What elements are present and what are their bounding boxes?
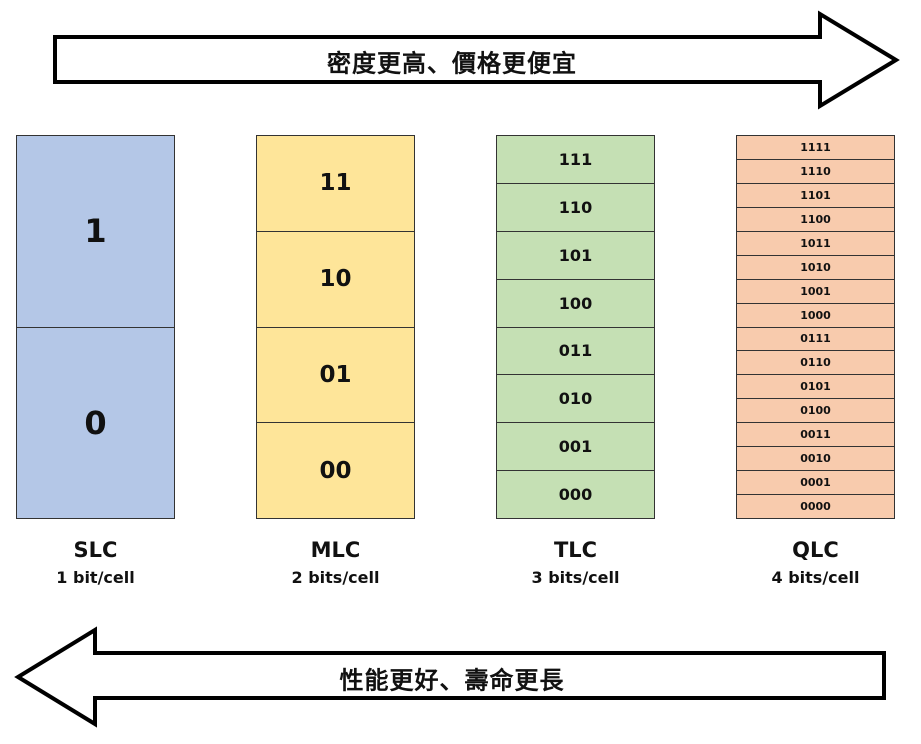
tlc-cell: 101 <box>497 230 654 279</box>
qlc-cell: 0111 <box>737 326 894 351</box>
mlc-cell: 11 <box>257 136 414 231</box>
qlc-cell: 1100 <box>737 206 894 231</box>
tlc-cell: 010 <box>497 374 654 423</box>
qlc-cell: 1101 <box>737 182 894 207</box>
slc-cell: 0 <box>17 326 174 518</box>
tlc-subtitle: 3 bits/cell <box>531 568 620 587</box>
slc-title: SLC <box>73 538 118 562</box>
qlc-cell: 0101 <box>737 374 894 399</box>
tlc-cell-stack: 111 110 101 100 011 010 001 000 <box>496 135 655 519</box>
qlc-cell: 0011 <box>737 422 894 447</box>
mlc-cell-stack: 11 10 01 00 <box>256 135 415 519</box>
qlc-cell: 0010 <box>737 446 894 471</box>
mlc-cell: 10 <box>257 230 414 327</box>
mlc-subtitle: 2 bits/cell <box>291 568 380 587</box>
qlc-cell: 1111 <box>737 136 894 159</box>
slc-subtitle: 1 bit/cell <box>56 568 135 587</box>
bottom-arrow-label: 性能更好、壽命更長 <box>339 666 565 695</box>
qlc-cell: 1000 <box>737 302 894 327</box>
slc-cell: 1 <box>17 136 174 327</box>
qlc-cell: 0110 <box>737 350 894 375</box>
mlc-cell: 01 <box>257 326 414 423</box>
qlc-cell: 1110 <box>737 158 894 183</box>
qlc-cell: 1011 <box>737 230 894 255</box>
mlc-title: MLC <box>310 538 361 562</box>
qlc-cell-stack: 1111 1110 1101 1100 1011 1010 1001 1000 … <box>736 135 895 519</box>
qlc-cell: 1010 <box>737 254 894 279</box>
qlc-cell: 0100 <box>737 398 894 423</box>
mlc-cell: 00 <box>257 422 414 518</box>
qlc-cell: 0001 <box>737 470 894 495</box>
tlc-cell: 111 <box>497 136 654 183</box>
qlc-subtitle: 4 bits/cell <box>771 568 860 587</box>
tlc-cell: 001 <box>497 422 654 471</box>
tlc-title: TLC <box>553 538 598 562</box>
qlc-title: QLC <box>792 538 839 562</box>
tlc-cell: 000 <box>497 470 654 518</box>
left-arrow-icon <box>14 626 886 728</box>
tlc-cell: 100 <box>497 278 654 327</box>
tlc-cell: 011 <box>497 326 654 375</box>
qlc-cell: 1001 <box>737 278 894 303</box>
slc-cell-stack: 1 0 <box>16 135 175 519</box>
tlc-cell: 110 <box>497 182 654 231</box>
top-arrow-label: 密度更高、價格更便宜 <box>327 49 577 78</box>
right-arrow-icon <box>53 10 900 110</box>
qlc-cell: 0000 <box>737 494 894 518</box>
